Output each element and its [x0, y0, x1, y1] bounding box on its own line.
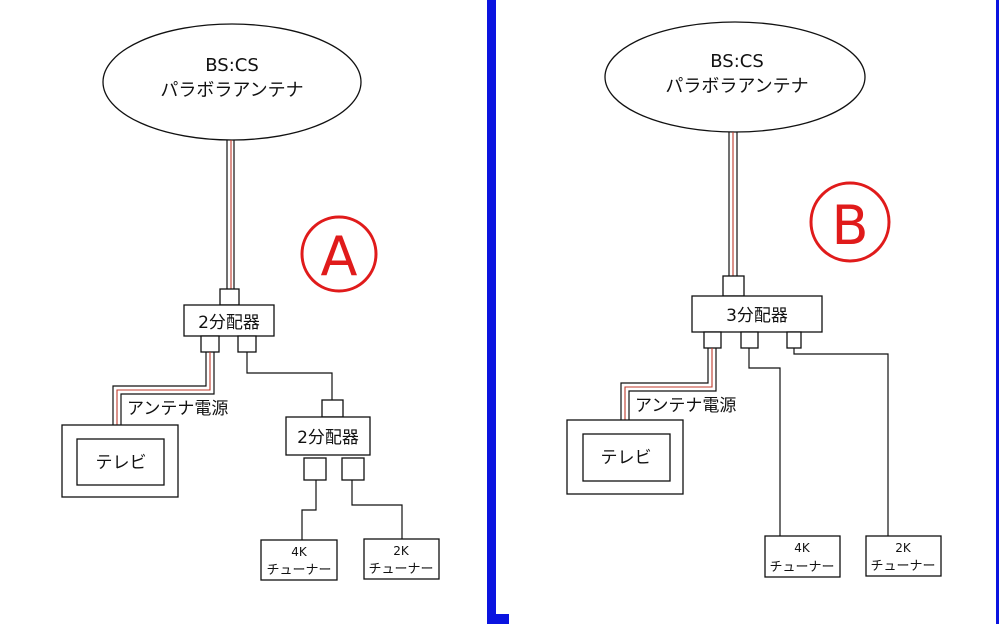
splitter-a-sub-port-right [341, 457, 365, 481]
splitter-a-main-label: 2分配器 [198, 313, 260, 333]
splitter-a-main [183, 304, 275, 337]
splitter-b-main [691, 295, 823, 333]
antenna-b [604, 21, 866, 133]
tv-b-cable-outer [628, 348, 717, 428]
splitter-a-top-port [219, 288, 240, 306]
tuner-2k-a-line2: チューナー [368, 562, 433, 577]
tuner-4k-a-line2: チューナー [266, 563, 331, 578]
tuner-4k-b-line1: 4K [794, 541, 811, 555]
tv-b-label: テレビ [601, 448, 652, 468]
panel-divider-bottom [487, 614, 509, 624]
right-frame-edge [996, 0, 999, 624]
tuner-4k-a [260, 539, 338, 581]
tv-a-label: テレビ [96, 453, 147, 473]
antenna-b-line2: パラボラアンテナ [665, 76, 808, 97]
antenna-a [102, 23, 362, 141]
splitter-a-port-left [200, 335, 220, 353]
marker-b-circle [809, 181, 891, 263]
marker-a: A [321, 225, 358, 288]
splitter-b-port-left [703, 331, 722, 349]
tuner-2k-b-line1: 2K [895, 541, 912, 555]
tv-b-cable [620, 348, 709, 428]
tuner-4k-b [764, 535, 841, 578]
tuner-2k-b-line2: チューナー [870, 559, 935, 574]
antenna-a-line2: パラボラアンテナ [160, 80, 303, 101]
tuner-2k-a [363, 538, 440, 580]
splitter-a-sub-port-left [303, 457, 327, 481]
power-label-b: アンテナ電源 [635, 396, 736, 416]
tv-b-cable-core [624, 348, 713, 428]
tv-a-cable-core [116, 352, 211, 430]
splitter-b-main-label: 3分配器 [726, 306, 788, 326]
antenna-b-line1: BS:CS [710, 51, 764, 72]
antenna-a-line1: BS:CS [205, 55, 259, 76]
tuner-2k-b-cable [793, 348, 889, 536]
splitter-a-port-right [237, 335, 257, 353]
panel-a: BS:CS パラボラアンテナ A 2分配器 アンテナ電源 テレビ 2分配器 [61, 23, 440, 581]
marker-a-circle [300, 215, 378, 293]
panel-divider [487, 0, 496, 624]
tv-a-cable [112, 352, 207, 430]
tuner-4k-b-cable [748, 348, 781, 536]
sub-splitter-a-cable [246, 352, 333, 400]
marker-b: B [831, 194, 868, 257]
splitter-a-sub-label: 2分配器 [297, 428, 359, 448]
power-label-a: アンテナ電源 [127, 399, 228, 419]
splitter-a-sub-top-port [321, 399, 344, 418]
tuner-4k-b-line2: チューナー [769, 560, 834, 575]
panel-b: BS:CS パラボラアンテナ B 3分配器 アンテナ電源 テレビ 4K チューナ… [566, 21, 942, 578]
tuner-4k-a-cable [301, 480, 317, 540]
splitter-a-sub [285, 416, 371, 456]
splitter-b-top-port [722, 275, 745, 297]
tuner-2k-a-line1: 2K [393, 544, 410, 558]
tv-a-cable-outer [120, 352, 215, 430]
tv-a-screen [76, 438, 165, 486]
tuner-2k-b [865, 535, 942, 577]
tv-b-screen [582, 433, 671, 482]
splitter-b-port-right [786, 331, 802, 349]
splitter-b-port-mid [740, 331, 759, 349]
tuner-2k-a-cable [351, 480, 403, 539]
tuner-4k-a-line1: 4K [291, 545, 308, 559]
